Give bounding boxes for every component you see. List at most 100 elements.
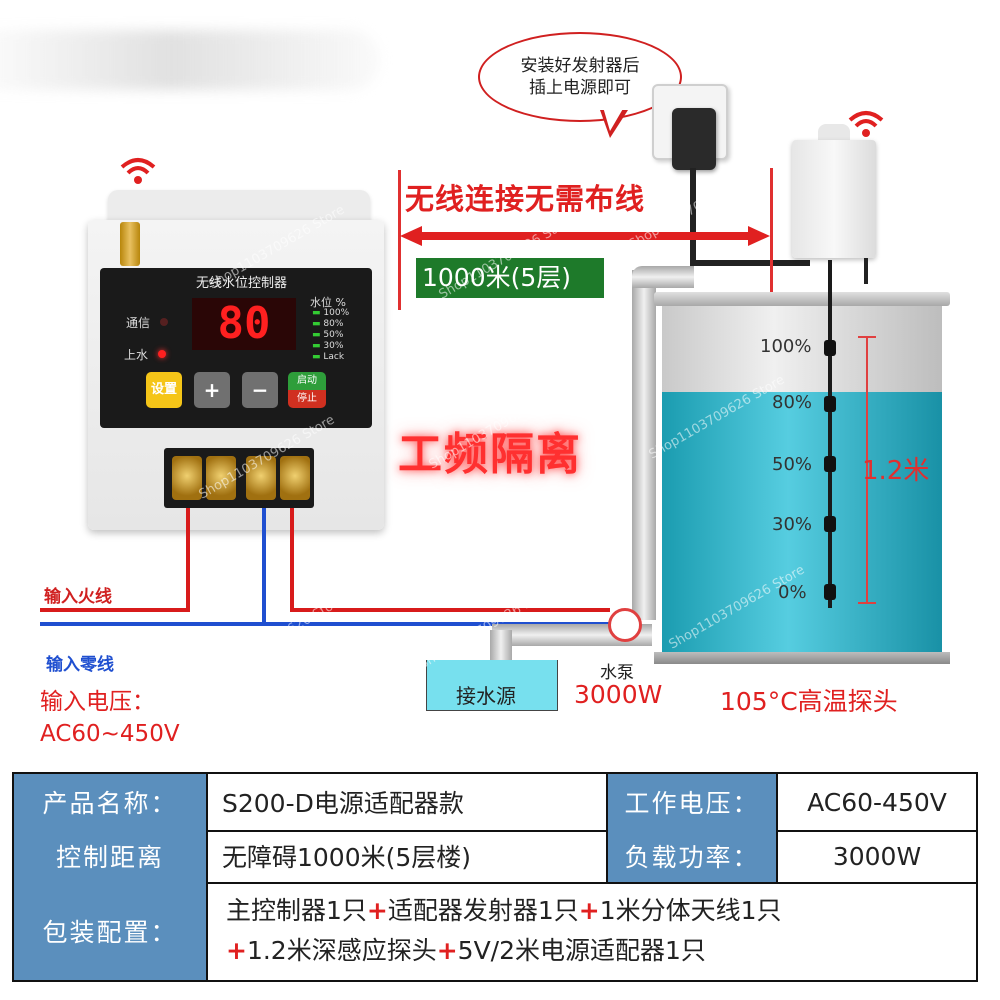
pump-live-wire — [290, 608, 610, 612]
plus-sign: + — [226, 936, 247, 965]
comm-label: 通信 — [126, 316, 151, 330]
package-line-2: +1.2米深感应探头+5V/2米电源适配器1只 — [226, 931, 706, 971]
plus-sign: + — [436, 936, 458, 965]
probe-sensor — [824, 516, 836, 532]
spec-row: 产品名称： S200-D电源适配器款 工作电压： AC60-450V — [14, 774, 976, 832]
pipe-intake — [490, 630, 512, 664]
package-contents: 主控制器1只+适配器发射器1只+1米分体天线1只 +1.2米深感应探头+5V/2… — [208, 882, 976, 980]
tank-level-label: 50% — [772, 454, 813, 475]
neutral-wire — [40, 622, 266, 626]
wireless-signal-icon — [848, 111, 884, 137]
package-item: 主控制器1只 — [226, 896, 367, 925]
probe-type-label: 105°C高温探头 — [720, 687, 898, 716]
plus-sign: + — [366, 896, 388, 925]
bubble-line-1: 安装好发射器后 — [520, 56, 640, 76]
terminal-screw — [172, 456, 202, 500]
probe-sensor — [824, 584, 836, 600]
adapter-cord-horizontal — [690, 260, 810, 266]
package-item: 1米分体天线1只 — [599, 896, 782, 925]
wireless-signal-icon — [120, 158, 156, 184]
adapter-cord — [690, 168, 696, 264]
voltage-value: AC60-450V — [807, 787, 947, 817]
neutral-wire-label: 输入零线 — [46, 655, 114, 675]
product-name-header: 产品名称： — [14, 774, 208, 830]
pump-power: 3000W — [574, 680, 663, 709]
package-item: 1.2米深感应探头 — [246, 936, 437, 965]
start-stop-button[interactable]: 启动 停止 — [288, 372, 326, 408]
power-value: 3000W — [832, 841, 922, 871]
tank-level-label: 30% — [772, 514, 813, 535]
package-item: 适配器发射器1只 — [387, 896, 579, 925]
live-wire — [186, 508, 190, 612]
range-marker-left — [398, 170, 401, 310]
water-source-label: 接水源 — [456, 684, 516, 708]
level-display: 80 — [192, 298, 296, 350]
neutral-wire — [262, 508, 266, 626]
power-header: 负载功率： — [608, 830, 778, 882]
pipe-elbow — [632, 266, 694, 288]
level-item: ▬ 100% — [312, 308, 350, 318]
tank-level-label: 80% — [772, 392, 813, 413]
probe-sensor — [824, 396, 836, 412]
live-wire-label: 输入火线 — [44, 587, 112, 607]
input-voltage-label: 输入电压： AC60~450V — [40, 686, 180, 750]
start-label: 启动 — [288, 372, 326, 390]
distance-value: 无障碍1000米(5层楼) — [208, 830, 608, 882]
level-item: ▬ 50% — [312, 330, 344, 340]
tank-base — [654, 652, 950, 664]
pump-icon — [608, 608, 642, 642]
probe-length-marker — [866, 336, 868, 604]
level-item: ▬ 80% — [312, 319, 344, 329]
spec-row: 包装配置： 主控制器1只+适配器发射器1只+1米分体天线1只 +1.2米深感应探… — [14, 882, 976, 980]
blur-smear — [0, 30, 380, 90]
product-name-value: S200-D电源适配器款 — [208, 774, 608, 830]
probe-length-cap — [858, 602, 876, 604]
voltage-title: 输入电压： — [40, 689, 155, 715]
package-line-1: 主控制器1只+适配器发射器1只+1米分体天线1只 — [226, 891, 782, 931]
fill-led — [158, 350, 166, 358]
install-tip-bubble: 安装好发射器后 插上电源即可 — [478, 32, 682, 122]
range-marker-right — [770, 168, 773, 308]
isolation-label: 工频隔离 — [398, 429, 582, 480]
live-wire — [40, 608, 190, 612]
plus-button[interactable]: + — [194, 372, 230, 408]
tank-rim — [654, 292, 950, 306]
probe-length-label: 1.2米 — [862, 456, 930, 486]
package-item: 5V/2米电源适配器1只 — [457, 936, 706, 965]
distance-header: 控制距离 — [14, 830, 208, 882]
double-arrow-icon — [400, 226, 770, 246]
distance-badge: 1000米(5层) — [416, 258, 604, 298]
wireless-title: 无线连接无需布线 — [405, 182, 646, 216]
water-source — [426, 660, 558, 711]
pipe-vertical — [632, 270, 656, 620]
bubble-line-2: 插上电源即可 — [529, 78, 631, 98]
spec-table: 产品名称： S200-D电源适配器款 工作电压： AC60-450V 控制距离 … — [12, 772, 978, 982]
tank-level-label: 100% — [760, 336, 812, 357]
controller-title: 无线水位控制器 — [196, 276, 288, 291]
wireless-transmitter — [792, 140, 876, 258]
voltage-value: AC60~450V — [40, 721, 180, 747]
comm-led — [160, 318, 168, 326]
minus-button[interactable]: − — [242, 372, 278, 408]
terminal-screw — [280, 456, 310, 500]
level-item: ▬ Lack — [312, 352, 345, 362]
antenna-connector — [120, 222, 140, 266]
transmitter-cable — [864, 258, 868, 284]
transmitter-mount — [818, 124, 850, 144]
pump-live-wire — [290, 508, 294, 612]
probe-sensor — [824, 456, 836, 472]
stop-label: 停止 — [288, 390, 326, 408]
set-button[interactable]: 设置 — [146, 372, 182, 408]
water-fill — [662, 392, 942, 656]
probe-sensor — [824, 340, 836, 356]
watermark: Shop1103709626 Store — [206, 592, 348, 683]
level-probe — [828, 260, 832, 608]
fill-label: 上水 — [124, 348, 149, 362]
level-header: 水位 % — [310, 296, 346, 309]
spec-row: 控制距离 无障碍1000米(5层楼) 负载功率： 3000W — [14, 830, 976, 884]
power-adapter-icon — [672, 108, 716, 170]
terminal-screw — [206, 456, 236, 500]
level-indicator-list: ▬ 100% ▬ 80% ▬ 50% ▬ 30% ▬ Lack — [312, 308, 349, 363]
level-item: ▬ 30% — [312, 341, 344, 351]
terminal-screw — [246, 456, 276, 500]
